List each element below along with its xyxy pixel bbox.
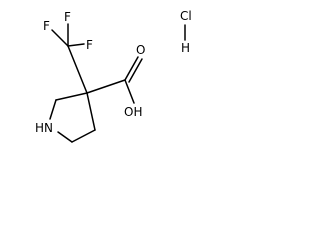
atom-f2: F xyxy=(64,10,71,24)
bond-c-f1 xyxy=(51,29,69,47)
structure-diagram: F F F HN O OH Cl H xyxy=(35,9,192,143)
bond-c-o-double-a xyxy=(124,56,139,81)
atom-cl: Cl xyxy=(180,9,192,23)
atom-oh: OH xyxy=(124,105,142,119)
bond-c5-c4 xyxy=(71,129,96,143)
bond-c-o-double-b xyxy=(128,58,143,83)
bond-c2-n xyxy=(49,99,57,120)
bond-n-c5 xyxy=(57,131,73,143)
atom-nh: HN xyxy=(35,121,53,135)
atom-o-carbonyl: O xyxy=(136,43,145,57)
bond-c-f3 xyxy=(67,43,85,47)
bond-c4-c3 xyxy=(86,92,96,131)
bond-c3-c2 xyxy=(55,92,88,101)
bond-c3-cooh xyxy=(86,79,126,94)
bond-cf3-c3 xyxy=(67,45,88,94)
atom-f1: F xyxy=(43,19,50,33)
atom-h: H xyxy=(181,41,190,55)
atom-f3: F xyxy=(86,38,93,52)
bond-c-oh xyxy=(124,79,135,104)
